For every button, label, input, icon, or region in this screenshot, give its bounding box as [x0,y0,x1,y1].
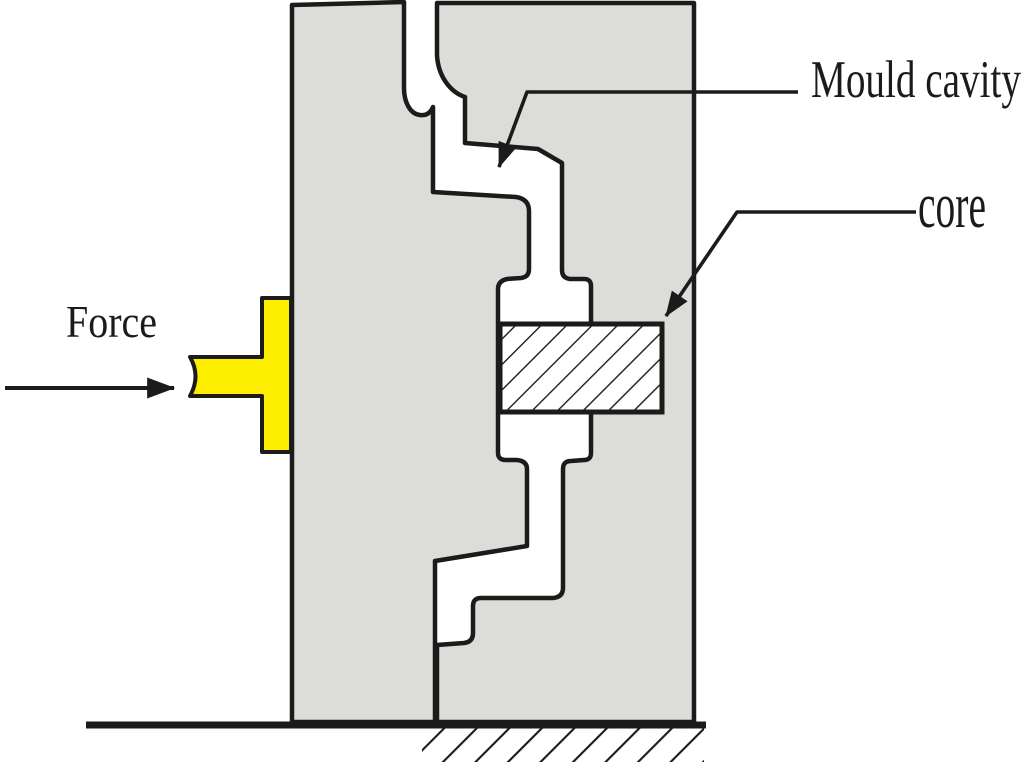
core-label: core [918,170,986,242]
ground-hatching [422,728,704,762]
plunger [188,296,293,454]
left-mould-half [289,0,532,725]
mould-cavity-label: Mould cavity [811,51,1021,109]
core-hatching [500,324,662,412]
ground [86,721,706,762]
force-label: Force [66,297,157,347]
mould-cavity-leader [497,90,798,168]
core-outline [497,321,665,415]
core-leader [664,210,916,318]
core-block [497,321,665,415]
right-mould-half [434,0,697,725]
